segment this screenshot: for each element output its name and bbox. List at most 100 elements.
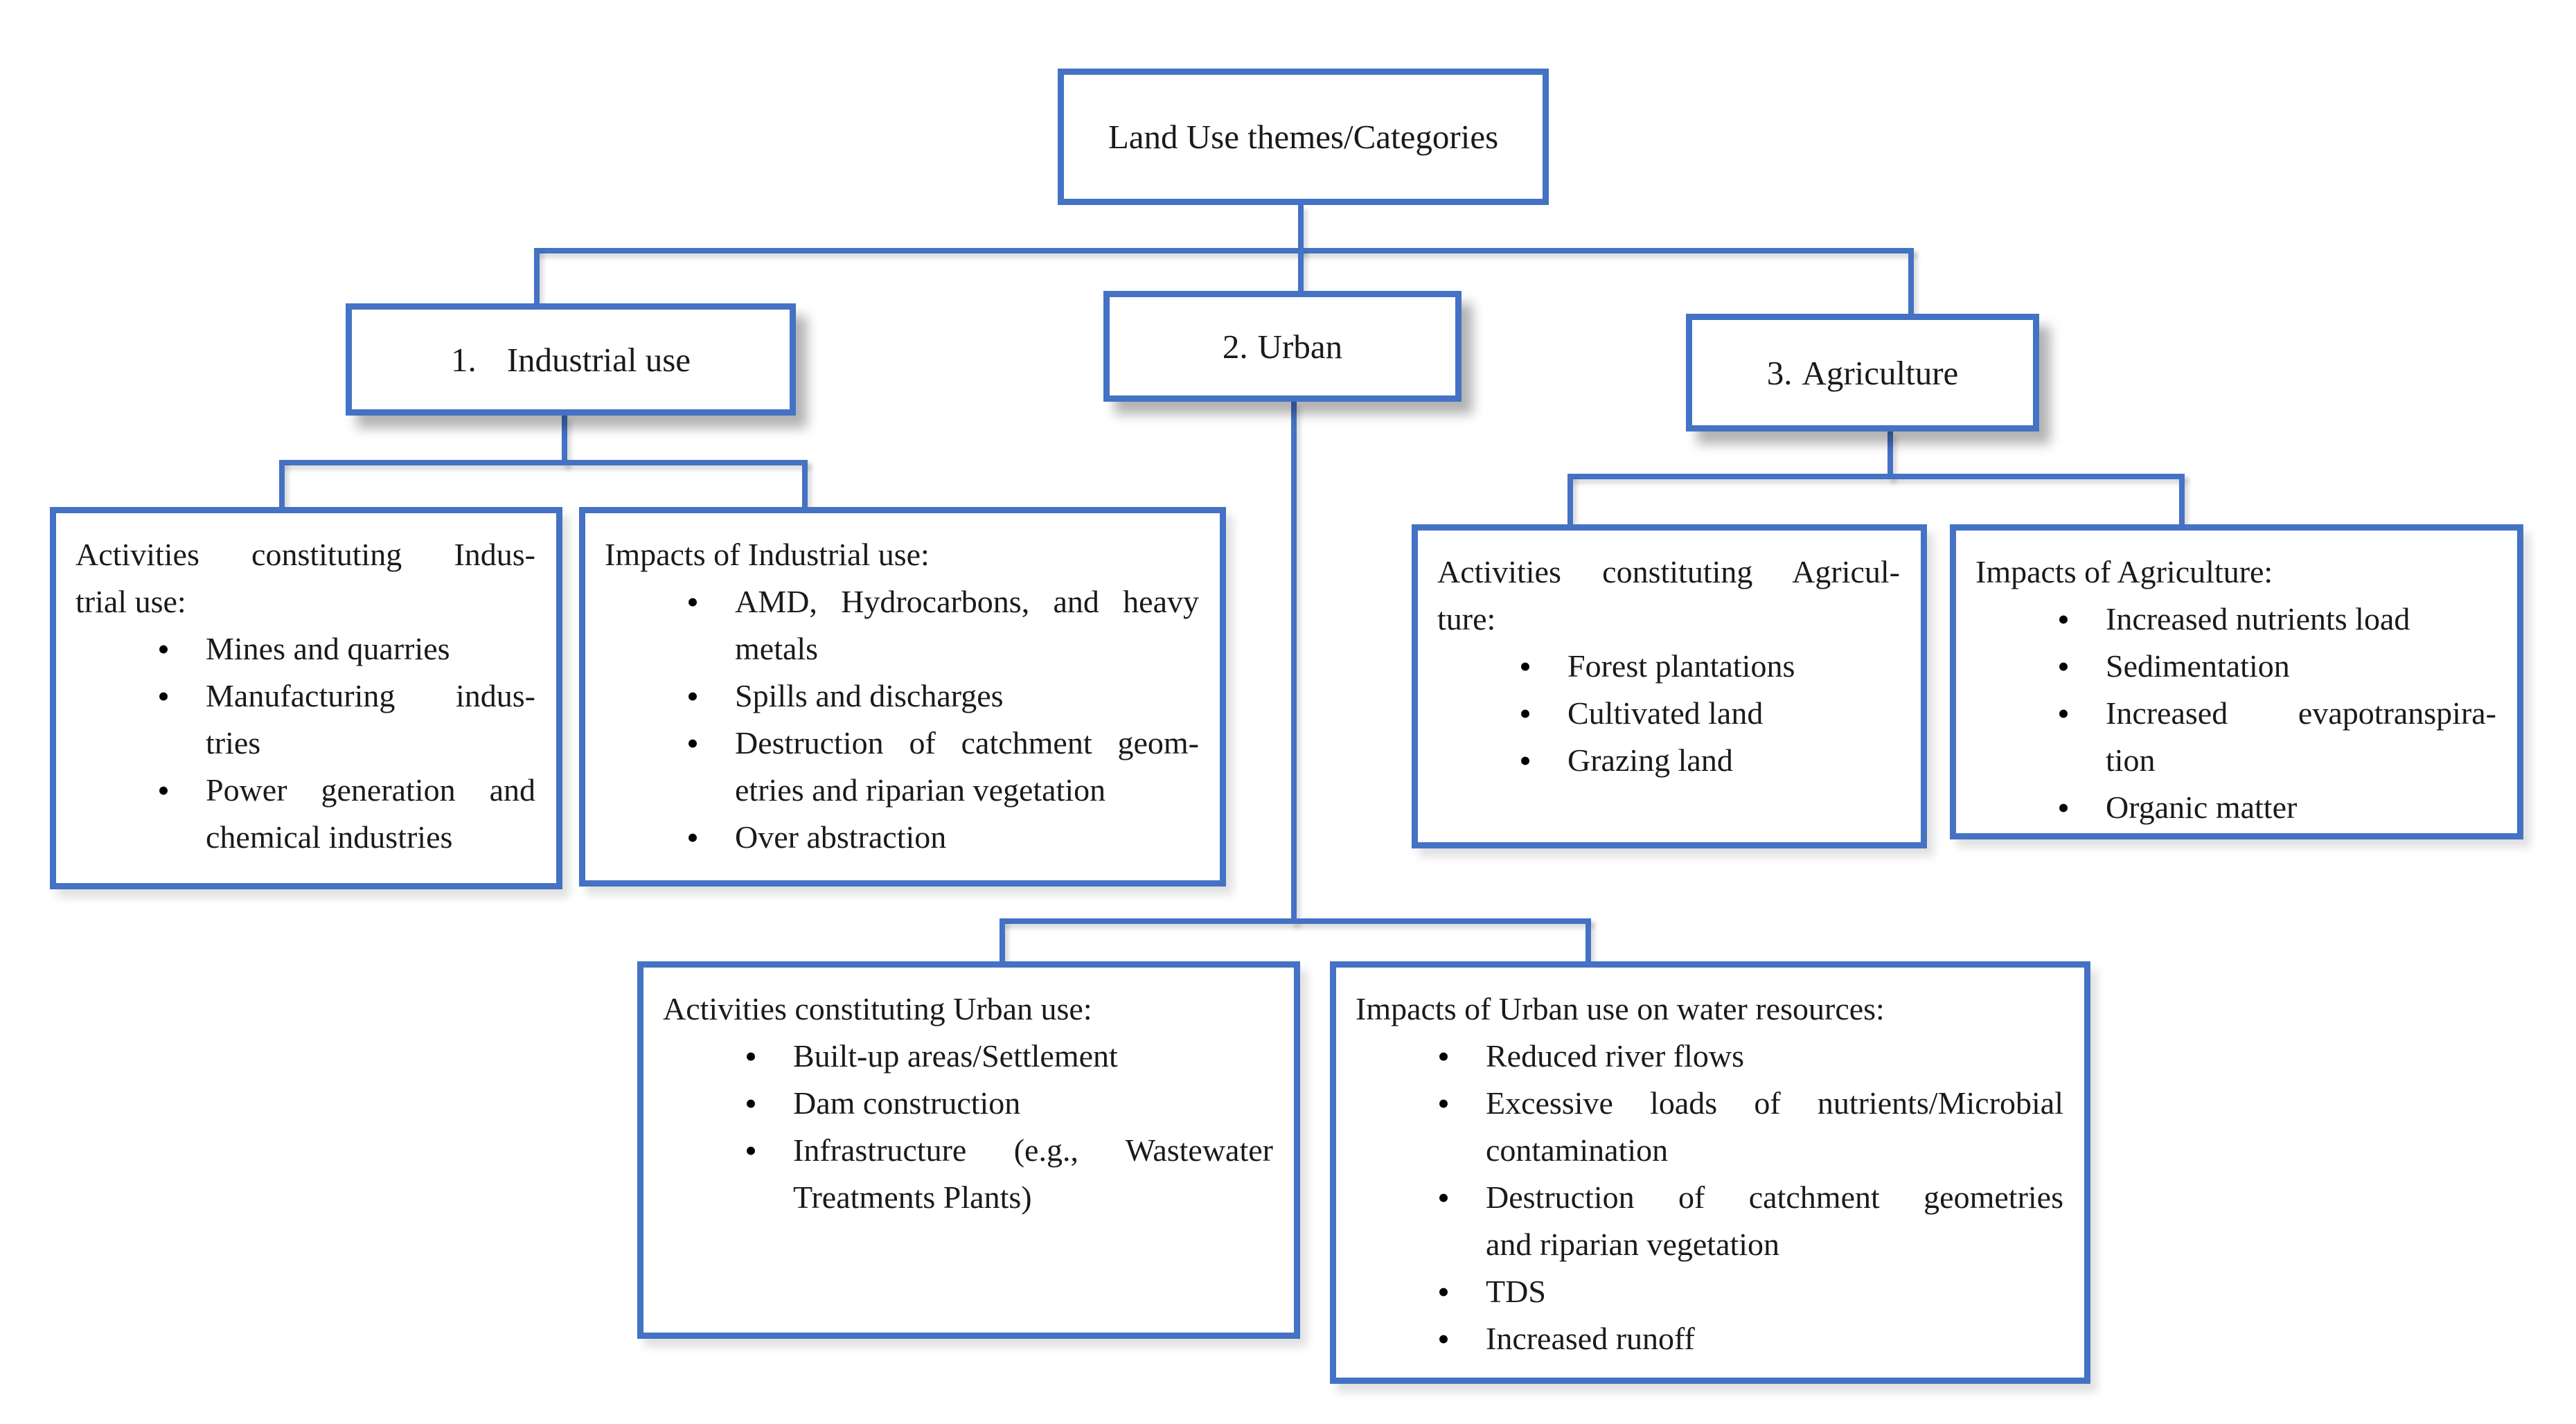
text-line: Organic matter xyxy=(2106,790,2298,825)
list-item-text: Increased nutrients load xyxy=(2106,596,2496,643)
list-item: • Reduced river flows xyxy=(1356,1033,2063,1080)
text-line: Increased runoff xyxy=(1486,1321,1695,1356)
connector-urban-drop-right xyxy=(1585,918,1591,964)
list-item-text: Organic matter xyxy=(2106,784,2496,831)
list-item-text: Spills and discharges xyxy=(735,673,1199,720)
bullet-icon: • xyxy=(686,818,699,857)
box-header: Impacts of Urban use on water resources: xyxy=(1356,986,2063,1033)
bullet-icon: • xyxy=(1437,1084,1450,1123)
text-line: Manufacturing indus- xyxy=(206,678,535,713)
text-line: etries and riparian vegetation xyxy=(735,772,1106,808)
connector-urban-stem xyxy=(1291,402,1297,924)
connector-agriculture-stem xyxy=(1887,431,1893,479)
list-item: • Built-up areas/Settlement xyxy=(663,1033,1273,1080)
list-item-text: Increased runoff xyxy=(1486,1315,2063,1362)
box-urban-impacts: Impacts of Urban use on water resources:… xyxy=(1330,961,2090,1384)
bullet-icon: • xyxy=(686,724,699,763)
text-line: Spills and discharges xyxy=(735,678,1004,713)
list-item: • Increased runoff xyxy=(1356,1315,2063,1362)
category-label: Agriculture xyxy=(1802,353,1959,392)
bullet-icon: • xyxy=(1519,741,1531,780)
root-label: Land Use themes/Categories xyxy=(1108,118,1499,156)
bullet-icon: • xyxy=(1437,1178,1450,1217)
text-line: trial use: xyxy=(75,584,186,619)
connector-industrial-stem xyxy=(562,416,567,465)
connector-agriculture-drop-right xyxy=(2179,474,2185,527)
bullet-icon: • xyxy=(1437,1319,1450,1358)
list-item: • Spills and discharges xyxy=(605,673,1199,720)
category-number: 1. xyxy=(450,340,477,379)
list-item: • Over abstraction xyxy=(605,814,1199,861)
text-line: Built-up areas/Settlement xyxy=(793,1038,1118,1074)
bullet-icon: • xyxy=(745,1131,757,1170)
list-item-text: Cultivated land xyxy=(1567,690,1900,737)
box-industrial-activities: Activities constituting Indus- trial use… xyxy=(50,507,562,889)
connector-agriculture-drop-left xyxy=(1567,474,1573,527)
bullet-icon: • xyxy=(157,771,170,810)
list-item-text: Forest plantations xyxy=(1567,643,1900,690)
bullet-icon: • xyxy=(157,630,170,668)
text-line: Destruction of catchment geometries xyxy=(1486,1180,2063,1215)
bullet-icon: • xyxy=(745,1037,757,1076)
connector-root-stem xyxy=(1298,205,1304,251)
text-line: Activities constituting Urban use: xyxy=(663,991,1092,1026)
list-item: • Forest plantations xyxy=(1437,643,1900,690)
connector-level1-bus xyxy=(534,248,1914,253)
text-line: chemical industries xyxy=(206,819,453,855)
list-item-text: Reduced river flows xyxy=(1486,1033,2063,1080)
list-item: • Increased evapotranspira- tion xyxy=(1975,690,2496,784)
box-header: Activities constituting Urban use: xyxy=(663,986,1273,1033)
list-item: • Infrastructure (e.g., Wastewater Treat… xyxy=(663,1127,1273,1221)
bullet-icon: • xyxy=(2057,600,2070,639)
list-item: • Mines and quarries xyxy=(75,625,535,673)
list-item-text: TDS xyxy=(1486,1268,2063,1315)
text-line: Power generation and xyxy=(206,772,535,808)
box-header: Activities constituting Indus- trial use… xyxy=(75,531,535,625)
list-item-text: Power generation and chemical industries xyxy=(206,767,535,861)
text-line: Dam construction xyxy=(793,1085,1021,1121)
connector-urban-bus xyxy=(1000,918,1591,924)
list-item: • Grazing land xyxy=(1437,737,1900,784)
bullet-icon: • xyxy=(157,677,170,715)
text-line: Mines and quarries xyxy=(206,631,450,666)
list-item-text: Manufacturing indus- tries xyxy=(206,673,535,767)
text-line: Destruction of catchment geom- xyxy=(735,725,1199,760)
text-line: Sedimentation xyxy=(2106,648,2290,684)
connector-agriculture-bus xyxy=(1567,474,2185,479)
category-box-industrial: 1. Industrial use xyxy=(346,303,796,416)
text-line: Impacts of Agriculture: xyxy=(1975,554,2273,589)
list-item-text: Built-up areas/Settlement xyxy=(793,1033,1273,1080)
bullet-icon: • xyxy=(2057,647,2070,686)
connector-drop-urban xyxy=(1298,248,1304,294)
category-label: Industrial use xyxy=(506,340,691,379)
list-item-text: Excessive loads of nutrients/Microbial c… xyxy=(1486,1080,2063,1174)
text-line: Forest plantations xyxy=(1567,648,1795,684)
text-line: Activities constituting Indus- xyxy=(75,537,535,572)
text-line: Increased evapotranspira- xyxy=(2106,695,2496,731)
text-line: Impacts of Urban use on water resources: xyxy=(1356,991,1885,1026)
list-item: • Dam construction xyxy=(663,1080,1273,1127)
list-item-text: Sedimentation xyxy=(2106,643,2496,690)
list-item-text: Grazing land xyxy=(1567,737,1900,784)
list-item-text: AMD, Hydrocarbons, and heavy metals xyxy=(735,578,1199,673)
connector-urban-drop-left xyxy=(1000,918,1005,964)
list-item-text: Mines and quarries xyxy=(206,625,535,673)
connector-drop-agriculture xyxy=(1908,248,1914,317)
bullet-icon: • xyxy=(2057,788,2070,827)
list-item: • TDS xyxy=(1356,1268,2063,1315)
box-urban-activities: Activities constituting Urban use: • Bui… xyxy=(637,961,1300,1339)
text-line: Reduced river flows xyxy=(1486,1038,1744,1074)
connector-industrial-bus xyxy=(279,460,808,465)
text-line: Impacts of Industrial use: xyxy=(605,537,930,572)
text-line: tries xyxy=(206,725,261,760)
bullet-icon: • xyxy=(1437,1272,1450,1311)
box-agriculture-impacts: Impacts of Agriculture: • Increased nutr… xyxy=(1950,524,2523,839)
box-industrial-impacts: Impacts of Industrial use: • AMD, Hydroc… xyxy=(579,507,1226,887)
text-line: Cultivated land xyxy=(1567,695,1764,731)
text-line: Infrastructure (e.g., Wastewater xyxy=(793,1132,1273,1168)
connector-industrial-drop-right xyxy=(802,460,808,510)
text-line: Grazing land xyxy=(1567,742,1733,778)
list-item-text: Over abstraction xyxy=(735,814,1199,861)
bullet-icon: • xyxy=(686,677,699,715)
bullet-icon: • xyxy=(2057,694,2070,733)
